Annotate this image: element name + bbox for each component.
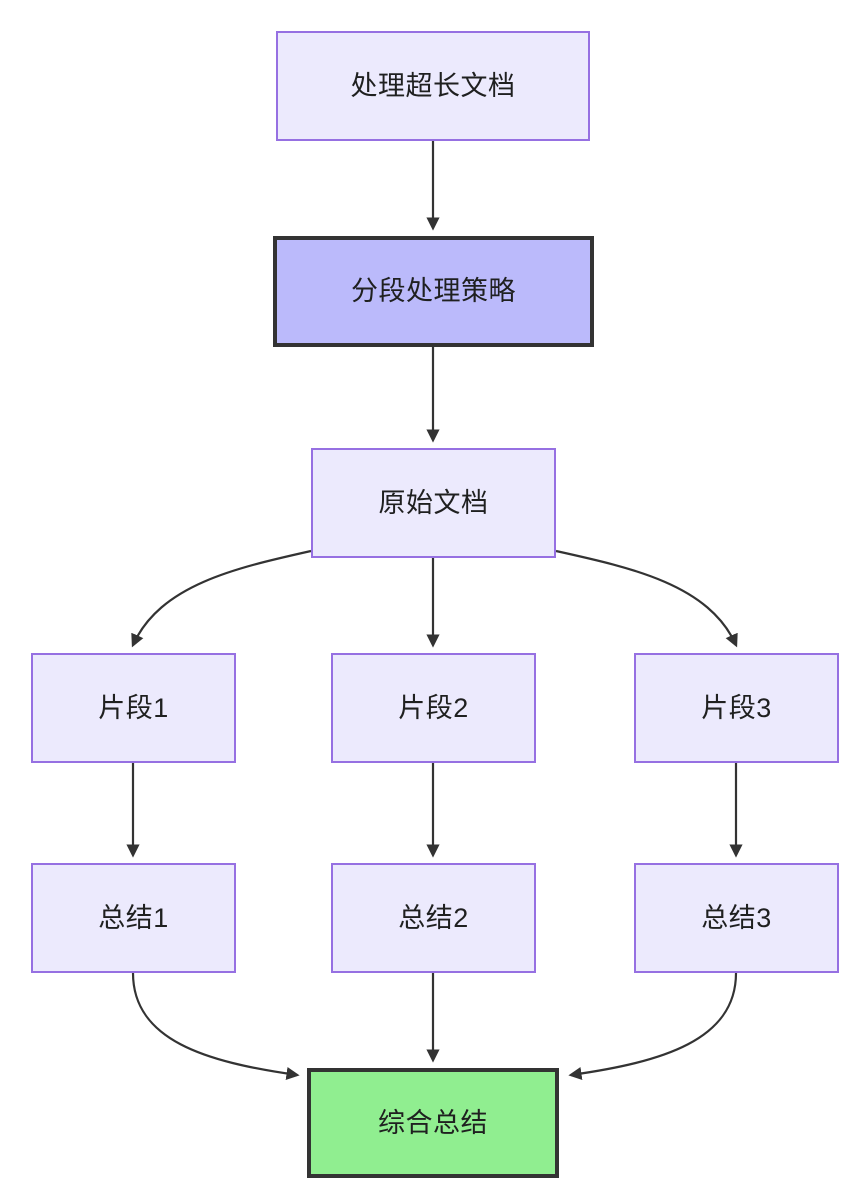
node-label: 片段1: [98, 692, 169, 723]
node-label: 分段处理策略: [351, 276, 516, 307]
node-label: 总结3: [701, 902, 772, 933]
node-label: 片段3: [701, 692, 772, 723]
edge-n9-n10: [568, 972, 738, 1081]
node-summary-2[interactable]: 总结2: [331, 863, 536, 973]
node-process-long-document[interactable]: 处理超长文档: [276, 31, 590, 141]
node-fragment-3[interactable]: 片段3: [634, 653, 839, 763]
node-label: 处理超长文档: [350, 70, 516, 101]
node-label: 总结2: [398, 902, 469, 933]
edge-n3-n4: [131, 549, 312, 648]
node-label: 原始文档: [378, 487, 489, 518]
node-original-document[interactable]: 原始文档: [311, 448, 556, 558]
node-chunking-strategy[interactable]: 分段处理策略: [273, 236, 594, 347]
node-label: 综合总结: [378, 1107, 488, 1138]
node-fragment-1[interactable]: 片段1: [31, 653, 236, 763]
node-summary-1[interactable]: 总结1: [31, 863, 236, 973]
node-label: 片段2: [398, 692, 469, 723]
node-fragment-2[interactable]: 片段2: [331, 653, 536, 763]
node-label: 总结1: [98, 902, 169, 933]
node-summary-3[interactable]: 总结3: [634, 863, 839, 973]
node-comprehensive-summary[interactable]: 综合总结: [307, 1068, 559, 1178]
edge-n7-n10: [131, 972, 300, 1081]
edge-n3-n6: [555, 549, 738, 648]
